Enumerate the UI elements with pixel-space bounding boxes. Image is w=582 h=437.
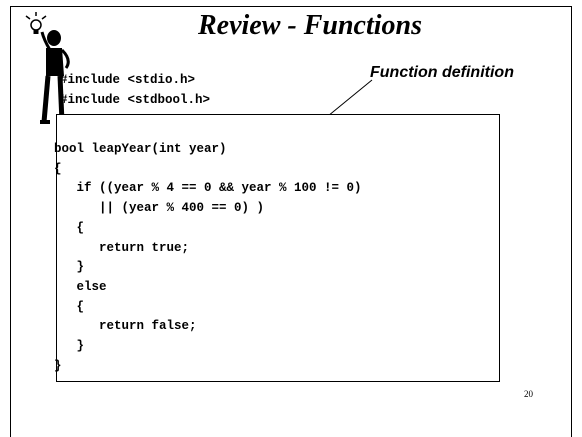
code-box: [56, 114, 500, 382]
function-code: bool leapYear(int year) { if ((year % 4 …: [54, 142, 362, 373]
lightbulb-thinker-icon: [25, 12, 70, 124]
slide-title: Review - Functions: [197, 10, 422, 41]
page-number: 20: [524, 389, 533, 399]
include-stdbool: #include <stdbool.h>: [60, 93, 211, 107]
function-definition-label: Function definition: [370, 64, 514, 81]
callout-pointer-line: [327, 79, 373, 117]
include-stdio: #include <stdio.h>: [60, 73, 196, 87]
